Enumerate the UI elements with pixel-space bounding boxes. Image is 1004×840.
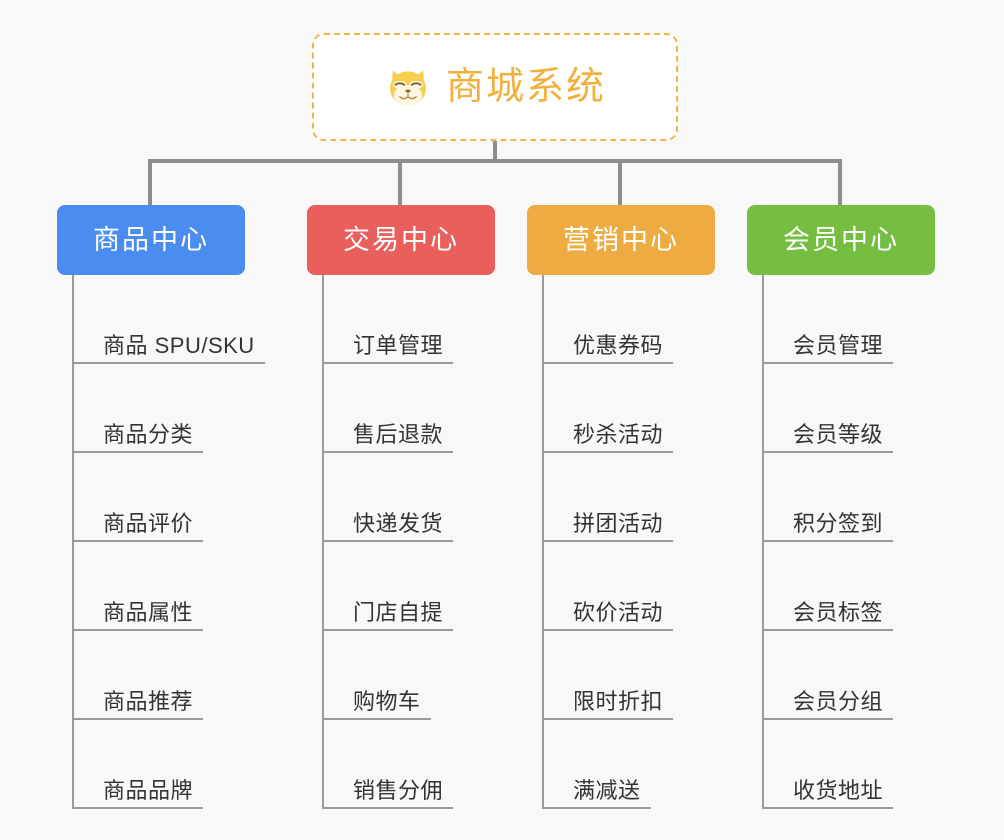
category-column-4: 会员中心会员管理会员等级积分签到会员标签会员分组收货地址 <box>747 205 935 809</box>
leaf-item-label: 会员标签 <box>793 600 884 625</box>
leaf-underline <box>324 629 453 631</box>
leaf-underline <box>74 807 203 809</box>
leaf-item[interactable]: 满减送 <box>544 720 715 809</box>
leaf-item-label: 订单管理 <box>353 333 444 358</box>
leaf-underline <box>74 362 265 364</box>
leaf-underline <box>764 362 893 364</box>
leaf-item-label: 会员等级 <box>793 422 884 447</box>
leaf-item[interactable]: 砍价活动 <box>544 542 715 631</box>
category-label: 会员中心 <box>783 224 899 255</box>
leaf-item[interactable]: 商品属性 <box>74 542 245 631</box>
leaf-underline <box>764 451 893 453</box>
leaf-item-label: 商品推荐 <box>103 689 194 714</box>
leaf-item-label: 满减送 <box>573 778 641 803</box>
leaf-item-label: 优惠券码 <box>573 333 664 358</box>
connector-horizontal-bar <box>148 159 842 163</box>
category-label: 交易中心 <box>343 224 459 255</box>
category-label: 营销中心 <box>563 224 679 255</box>
leaf-item[interactable]: 订单管理 <box>324 275 495 364</box>
leaf-underline <box>324 540 453 542</box>
leaf-underline <box>324 362 453 364</box>
leaf-list: 优惠券码秒杀活动拼团活动砍价活动限时折扣满减送 <box>542 275 715 809</box>
leaf-item[interactable]: 商品品牌 <box>74 720 245 809</box>
leaf-item-label: 门店自提 <box>353 600 444 625</box>
leaf-item-label: 商品分类 <box>103 422 194 447</box>
leaf-underline <box>544 540 673 542</box>
leaf-item[interactable]: 优惠券码 <box>544 275 715 364</box>
leaf-item-label: 拼团活动 <box>573 511 664 536</box>
leaf-item[interactable]: 商品推荐 <box>74 631 245 720</box>
leaf-item[interactable]: 销售分佣 <box>324 720 495 809</box>
leaf-item[interactable]: 购物车 <box>324 631 495 720</box>
leaf-underline <box>544 362 673 364</box>
connector-drop-4 <box>838 159 842 205</box>
leaf-underline <box>764 629 893 631</box>
leaf-underline <box>324 451 453 453</box>
leaf-item-label: 收货地址 <box>793 778 884 803</box>
leaf-item-label: 商品品牌 <box>103 778 194 803</box>
leaf-item-label: 商品评价 <box>103 511 194 536</box>
leaf-list: 商品 SPU/SKU 商品分类商品评价商品属性商品推荐商品品牌 <box>72 275 265 809</box>
leaf-item-label: 会员分组 <box>793 689 884 714</box>
category-column-1: 商品中心商品 SPU/SKU 商品分类商品评价商品属性商品推荐商品品牌 <box>57 205 265 809</box>
shiba-dog-face-icon <box>389 70 426 106</box>
category-box[interactable]: 营销中心 <box>527 205 715 275</box>
leaf-item-label: 积分签到 <box>793 511 884 536</box>
connector-drop-1 <box>148 159 152 205</box>
leaf-underline <box>764 807 893 809</box>
leaf-list: 会员管理会员等级积分签到会员标签会员分组收货地址 <box>762 275 935 809</box>
leaf-item[interactable]: 会员管理 <box>764 275 935 364</box>
leaf-item[interactable]: 商品 SPU/SKU <box>74 275 265 364</box>
leaf-item-label: 商品 SPU/SKU <box>103 333 255 358</box>
category-label: 商品中心 <box>93 224 209 255</box>
leaf-item-label: 限时折扣 <box>573 689 664 714</box>
leaf-underline <box>764 718 893 720</box>
leaf-underline <box>324 718 431 720</box>
leaf-item[interactable]: 快递发货 <box>324 453 495 542</box>
connector-stem <box>493 141 497 163</box>
leaf-item-label: 快递发货 <box>353 511 444 536</box>
leaf-item-label: 会员管理 <box>793 333 884 358</box>
connector-drop-3 <box>618 159 622 205</box>
leaf-underline <box>764 540 893 542</box>
connector-drop-2 <box>398 159 402 205</box>
leaf-underline <box>74 540 203 542</box>
leaf-item[interactable]: 限时折扣 <box>544 631 715 720</box>
root-node[interactable]: 商城系统 <box>312 33 678 141</box>
leaf-item[interactable]: 商品评价 <box>74 453 245 542</box>
leaf-item[interactable]: 门店自提 <box>324 542 495 631</box>
leaf-underline <box>544 807 651 809</box>
category-box[interactable]: 交易中心 <box>307 205 495 275</box>
leaf-item-label: 砍价活动 <box>573 600 664 625</box>
leaf-item[interactable]: 拼团活动 <box>544 453 715 542</box>
leaf-item[interactable]: 收货地址 <box>764 720 935 809</box>
leaf-item-label: 售后退款 <box>353 422 444 447</box>
leaf-item[interactable]: 会员分组 <box>764 631 935 720</box>
category-column-2: 交易中心订单管理售后退款快递发货门店自提购物车销售分佣 <box>307 205 495 809</box>
leaf-item[interactable]: 会员等级 <box>764 364 935 453</box>
leaf-item[interactable]: 会员标签 <box>764 542 935 631</box>
leaf-list: 订单管理售后退款快递发货门店自提购物车销售分佣 <box>322 275 495 809</box>
leaf-underline <box>324 807 453 809</box>
category-column-3: 营销中心优惠券码秒杀活动拼团活动砍价活动限时折扣满减送 <box>527 205 715 809</box>
leaf-underline <box>544 451 673 453</box>
leaf-item-label: 销售分佣 <box>353 778 444 803</box>
leaf-item[interactable]: 售后退款 <box>324 364 495 453</box>
leaf-underline <box>74 451 203 453</box>
leaf-underline <box>74 629 203 631</box>
leaf-item[interactable]: 商品分类 <box>74 364 245 453</box>
leaf-underline <box>74 718 203 720</box>
leaf-underline <box>544 629 673 631</box>
category-box[interactable]: 商品中心 <box>57 205 245 275</box>
category-box[interactable]: 会员中心 <box>747 205 935 275</box>
leaf-item-label: 秒杀活动 <box>573 422 664 447</box>
root-title: 商城系统 <box>445 66 606 108</box>
leaf-underline <box>544 718 673 720</box>
leaf-item-label: 商品属性 <box>103 600 194 625</box>
leaf-item-label: 购物车 <box>353 689 421 714</box>
leaf-item[interactable]: 秒杀活动 <box>544 364 715 453</box>
leaf-item[interactable]: 积分签到 <box>764 453 935 542</box>
